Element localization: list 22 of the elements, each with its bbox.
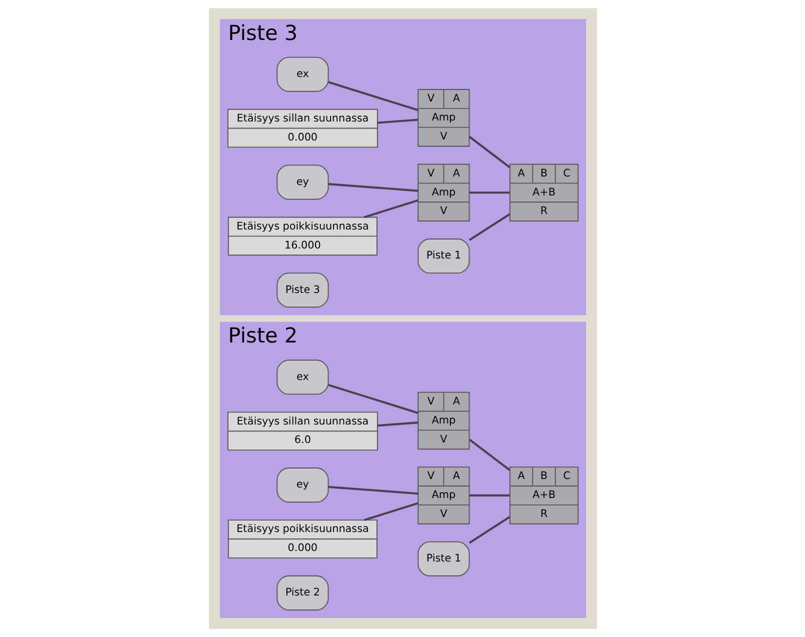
node-box: ex [276,56,328,92]
node-box: Piste 1 [417,541,470,576]
connector [468,136,510,168]
connector [468,494,510,496]
connector [363,502,418,522]
connector [468,192,510,194]
connector [328,384,418,414]
connector [328,183,418,192]
connector [328,81,418,112]
connector [377,422,418,427]
connector [363,199,418,218]
connector [468,438,510,471]
connector [377,118,418,124]
connector [468,516,510,544]
node-box: ex [276,360,328,395]
node-box: Piste 1 [417,238,470,274]
node-box: ey [276,164,328,200]
connector [328,486,418,495]
connector [468,213,510,241]
node-box: Piste 3 [276,272,328,308]
node-box: Piste 2 [276,575,328,610]
node-box: ey [276,468,328,503]
